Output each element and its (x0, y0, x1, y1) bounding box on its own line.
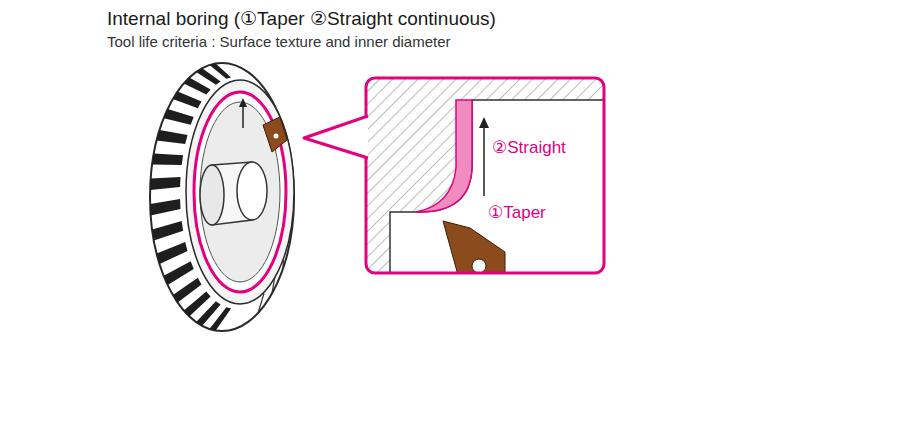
gear-tooth (164, 109, 194, 125)
subtitle-note: Tool life criteria : Surface texture and… (107, 33, 451, 50)
figure-title: Internal boring (①Taper ②Straight contin… (107, 7, 496, 30)
workpiece (150, 63, 294, 331)
gear-tooth (150, 199, 180, 216)
magnified-view (304, 78, 604, 275)
gear-tooth (164, 261, 194, 285)
gear-tooth (210, 307, 232, 330)
gear-tooth (157, 130, 188, 144)
gear-tooth (184, 78, 211, 95)
gear-tooth (173, 91, 202, 108)
gear-tooth (173, 278, 202, 303)
gear-tooth (152, 221, 183, 241)
gear-tooth (196, 68, 220, 85)
gear-tooth (152, 153, 183, 165)
callout-label: ②Straight (492, 137, 566, 158)
gear-tooth (150, 177, 180, 190)
gear-tooth (157, 242, 188, 264)
callout-label: ①Taper (488, 202, 546, 223)
